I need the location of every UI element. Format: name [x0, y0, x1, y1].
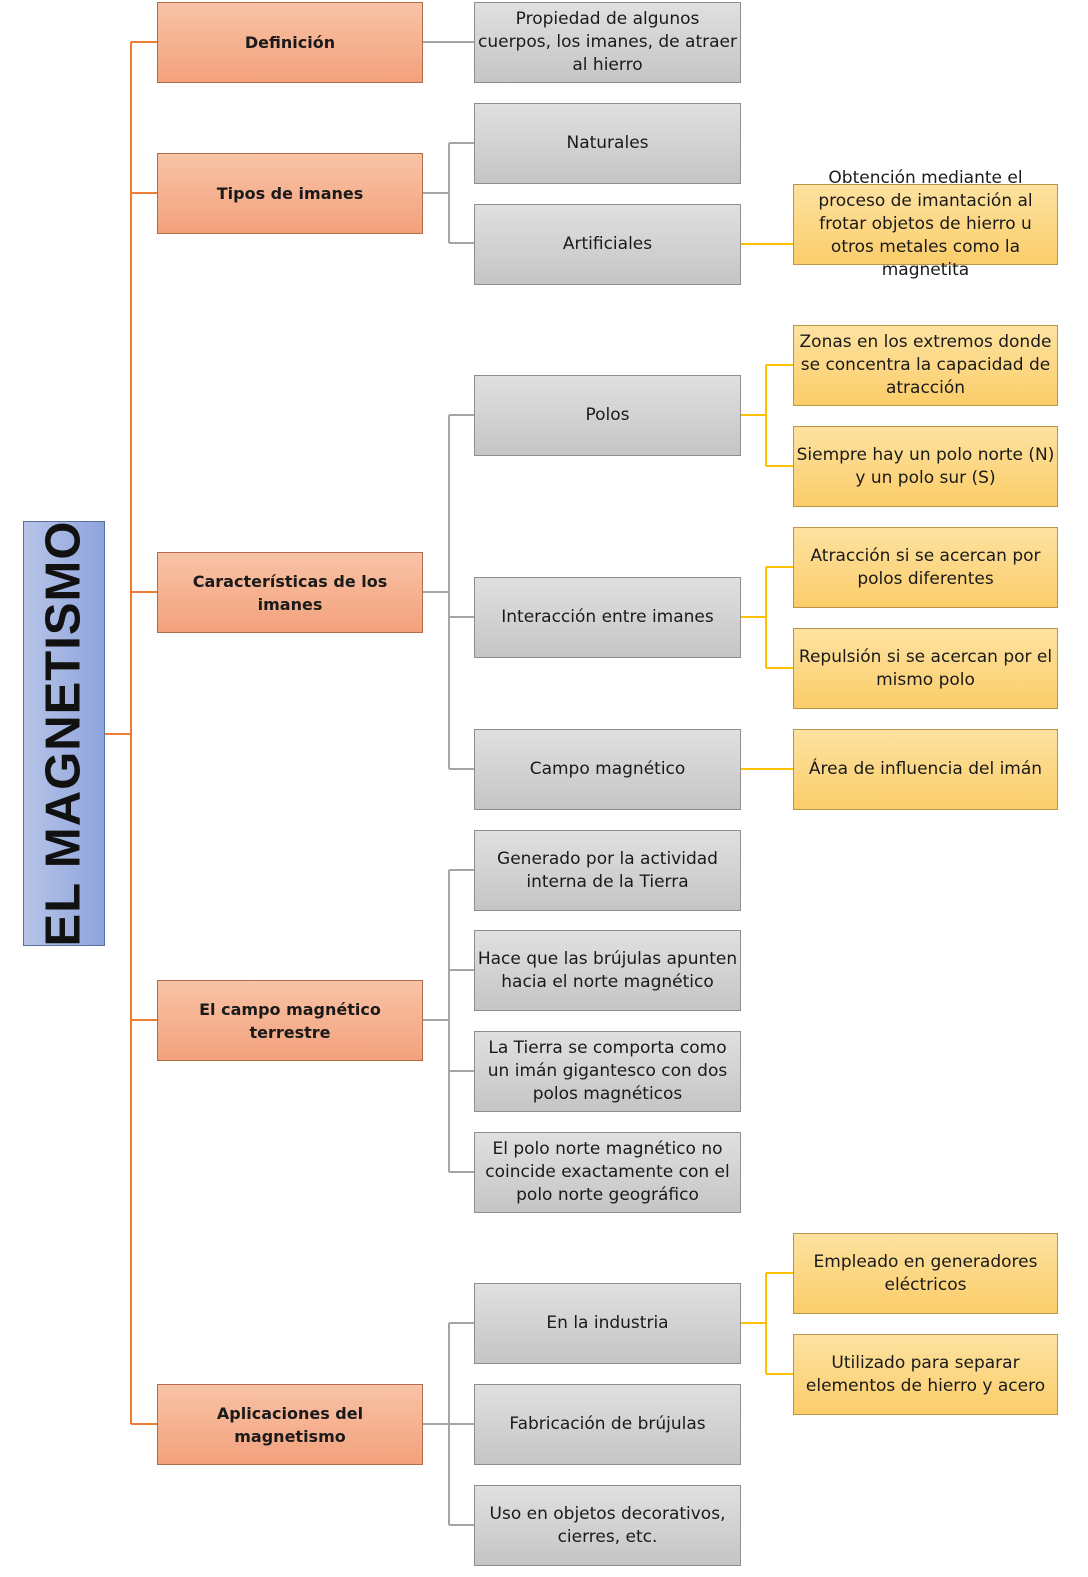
sub-tierra-iman: La Tierra se comporta como un imán gigan…: [474, 1031, 741, 1112]
detail-polos-2: Siempre hay un polo norte (N) y un polo …: [793, 426, 1058, 507]
detail-connectors: [741, 243, 793, 1375]
root-title: EL MAGNETISMO: [36, 520, 91, 947]
sub-naturales: Naturales: [474, 103, 741, 184]
detail-campo-magnetico: Área de influencia del imán: [793, 729, 1058, 810]
sub-decorativos: Uso en objetos decorativos, cierres, etc…: [474, 1485, 741, 1566]
sub-fabricacion-brujulas: Fabricación de brújulas: [474, 1384, 741, 1465]
category-campo-terrestre: El campo magnético terrestre: [157, 980, 423, 1061]
detail-polos-1: Zonas en los extremos donde se concentra…: [793, 325, 1058, 406]
sub-campo-magnetico: Campo magnético: [474, 729, 741, 810]
sub-interaccion: Interacción entre imanes: [474, 577, 741, 658]
category-aplicaciones: Aplicaciones del magnetismo: [157, 1384, 423, 1465]
sub-brujulas-norte: Hace que las brújulas apunten hacia el n…: [474, 930, 741, 1011]
category-tipos: Tipos de imanes: [157, 153, 423, 234]
sub-propiedad: Propiedad de algunos cuerpos, los imanes…: [474, 2, 741, 83]
detail-interaccion-1: Atracción si se acercan por polos difere…: [793, 527, 1058, 608]
detail-interaccion-2: Repulsión si se acercan por el mismo pol…: [793, 628, 1058, 709]
root-title-box: EL MAGNETISMO: [23, 521, 105, 946]
root-connectors: [105, 41, 157, 1425]
sub-artificiales: Artificiales: [474, 204, 741, 285]
category-caracteristicas: Características de los imanes: [157, 552, 423, 633]
detail-artificiales: Obtención mediante el proceso de imantac…: [793, 168, 1058, 280]
category-definicion: Definición: [157, 2, 423, 83]
sub-generado: Generado por la actividad interna de la …: [474, 830, 741, 911]
detail-industria-2: Utilizado para separar elementos de hier…: [793, 1334, 1058, 1415]
sub-polos: Polos: [474, 375, 741, 456]
sub-polo-norte: El polo norte magnético no coincide exac…: [474, 1132, 741, 1213]
category-connectors: [423, 41, 474, 1526]
sub-industria: En la industria: [474, 1283, 741, 1364]
detail-industria-1: Empleado en generadores eléctricos: [793, 1233, 1058, 1314]
